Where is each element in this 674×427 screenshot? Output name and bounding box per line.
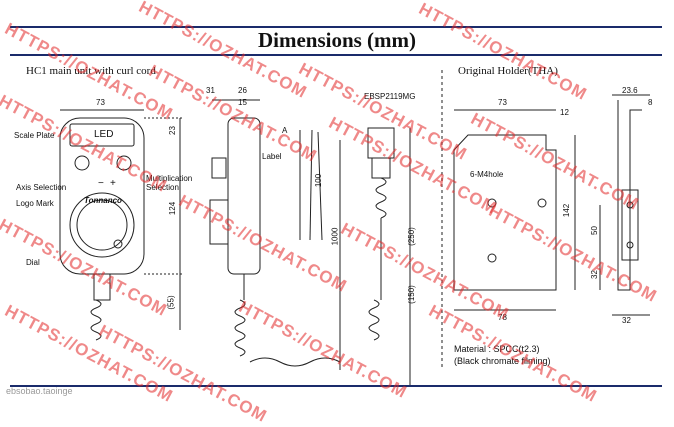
dim-holder-width: 73: [498, 98, 507, 107]
title-underline: [10, 54, 662, 56]
side-dial: [209, 199, 229, 245]
front-cord-boot: [93, 274, 111, 301]
holder-side-bracket: [621, 189, 639, 261]
dim-side-26: 26: [238, 86, 247, 95]
section-holder: Original Holder(THA): [458, 65, 558, 77]
unit-front-body: [59, 117, 145, 275]
dial-handle: [113, 239, 123, 249]
drawing-canvas: [59, 70, 650, 385]
material-label: Material : SPCC(t2.3): [454, 344, 540, 354]
dial-label: Dial: [26, 258, 40, 267]
dim-side-31: 31: [206, 86, 215, 95]
hole-label: 6-M4hole: [470, 170, 504, 179]
dim-lead-100: 100: [314, 173, 324, 188]
handwheel-dial: [69, 192, 135, 258]
knob-plus-label: +: [110, 178, 116, 189]
logo-mark-label: Logo Mark: [16, 199, 54, 208]
dim-front-width: 73: [96, 98, 105, 107]
multiplication-selection-label: Multiplication Selection: [146, 174, 193, 192]
brand-logo: Tonnanco: [84, 196, 122, 205]
dim-conn-150: (150): [406, 285, 416, 304]
dim-scale-height: 23: [167, 126, 177, 135]
finish-label: (Black chromate filming): [454, 356, 551, 366]
dim-side-8: 8: [648, 98, 653, 107]
side-curl-cord: [234, 299, 246, 357]
holder-hole-3: [487, 253, 497, 263]
dim-holder-142: 142: [562, 203, 572, 218]
scale-plate: [69, 123, 135, 147]
top-rule: [10, 26, 662, 28]
section-main-unit: HC1 main unit with curl cord: [26, 65, 156, 77]
dial-inner-ring: [76, 199, 128, 251]
bottom-rule: [10, 385, 662, 387]
side-knob: [211, 157, 227, 179]
dim-side-23-6: 23.6: [622, 86, 638, 95]
knob-minus-label: −: [98, 178, 104, 189]
bottom-curl-cord: [249, 357, 341, 367]
label-tag: Label: [262, 152, 282, 161]
dim-side-50: 50: [589, 226, 599, 235]
scale-plate-label: Scale Plate: [14, 131, 55, 140]
holder-hole-2: [537, 198, 547, 208]
marker-a: A: [282, 126, 288, 135]
dim-side-15: 15: [238, 98, 247, 107]
dim-conn-250: (250): [406, 227, 416, 246]
page-title: Dimensions (mm): [257, 28, 417, 52]
lead-wire-2: [309, 129, 313, 241]
holder-side: [617, 100, 642, 291]
dim-holder-78: 78: [498, 313, 507, 322]
connector-curl: [375, 177, 387, 219]
led-label: LED: [94, 129, 114, 140]
holder-hole-1: [487, 198, 497, 208]
footer-watermark: ebsobao.taoinge: [6, 386, 73, 396]
connector-label: EBSP2119MG: [364, 92, 416, 101]
lead-wire-3: [317, 131, 323, 241]
axis-selection-label: Axis Selection: [16, 183, 67, 192]
holder-plate: [453, 134, 557, 291]
multiplication-selector-knob: [116, 155, 132, 171]
dim-side-32b: 32: [622, 316, 631, 325]
axis-selector-knob: [74, 155, 90, 171]
dim-holder-12: 12: [560, 108, 569, 117]
front-curl-cord: [90, 299, 102, 341]
